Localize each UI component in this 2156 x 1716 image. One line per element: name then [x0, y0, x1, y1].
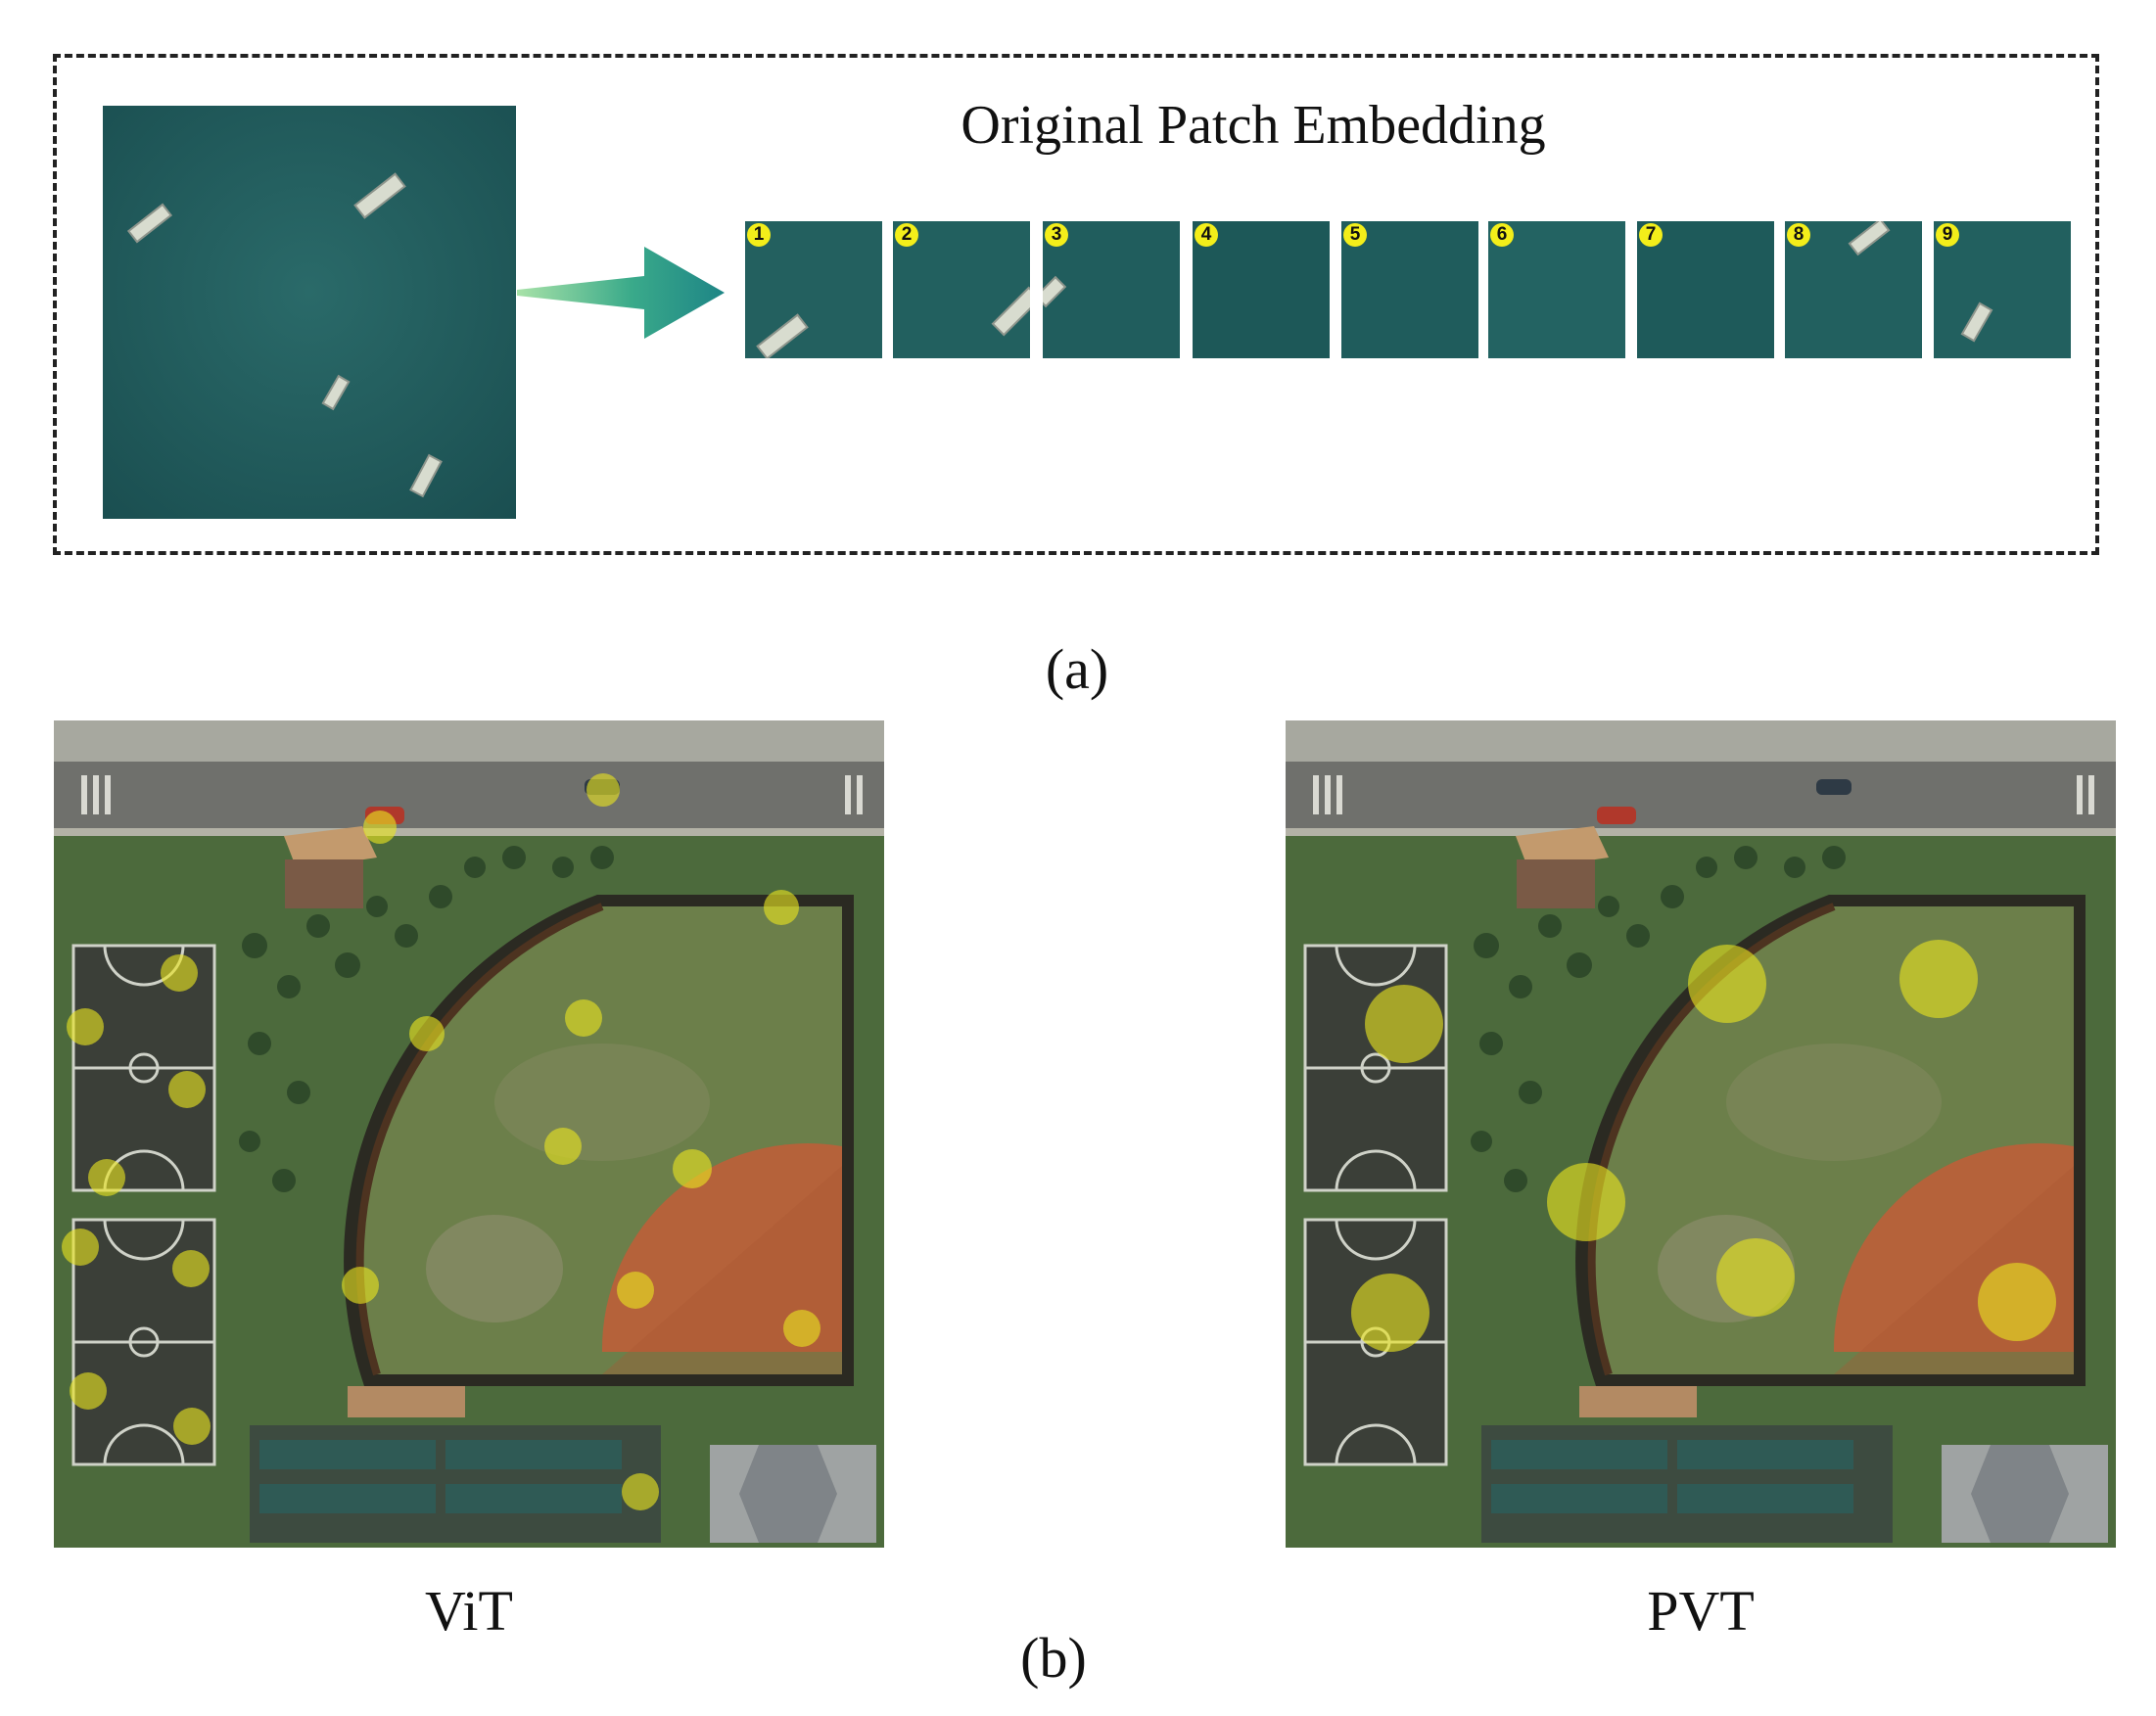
pvt-label: PVT	[1647, 1579, 1755, 1643]
patch-number-badge: 6	[1490, 223, 1514, 247]
pvt-attention-map	[1286, 720, 2116, 1548]
panel-a-title: Original Patch Embedding	[961, 95, 1546, 156]
attention-spot	[673, 1149, 712, 1188]
patch-embedding-frame	[53, 54, 2099, 555]
attention-spot	[565, 999, 602, 1037]
attention-spot	[161, 954, 198, 992]
vit-label: ViT	[425, 1579, 513, 1643]
patch-number-badge: 5	[1343, 223, 1367, 247]
attention-spot	[363, 811, 397, 844]
patch-number-badge: 4	[1195, 223, 1218, 247]
attention-spot	[783, 1310, 820, 1347]
attention-spot	[544, 1128, 582, 1165]
attention-spot	[622, 1473, 659, 1510]
attention-spot	[173, 1408, 211, 1445]
patch-number-badge: 8	[1787, 223, 1810, 247]
patch-tile: 5	[1341, 221, 1478, 358]
attention-spot	[342, 1267, 379, 1304]
attention-spot	[88, 1159, 125, 1196]
attention-spot	[172, 1250, 210, 1287]
patch-number-badge: 1	[747, 223, 771, 247]
attention-spot	[1716, 1238, 1795, 1317]
attention-spot	[62, 1229, 99, 1266]
attention-spot	[70, 1372, 107, 1410]
patch-tile: 2	[893, 221, 1030, 358]
source-sea-image	[103, 106, 516, 519]
patch-number-badge: 7	[1639, 223, 1663, 247]
attention-spot	[1688, 945, 1766, 1023]
attention-spot	[586, 773, 620, 807]
patch-tile: 7	[1637, 221, 1774, 358]
panel-a-caption: (a)	[1045, 637, 1109, 701]
arrow-icon	[517, 247, 725, 339]
attention-spot	[1978, 1263, 2056, 1341]
patch-tile: 9	[1934, 221, 2071, 358]
attention-spot	[67, 1008, 104, 1045]
patch-number-badge: 3	[1045, 223, 1068, 247]
patch-tile: 3	[1043, 221, 1180, 358]
patch-tile: 8	[1785, 221, 1922, 358]
vit-attention-map	[54, 720, 884, 1548]
patch-tile: 4	[1193, 221, 1330, 358]
attention-spot	[168, 1071, 206, 1108]
patch-number-badge: 9	[1936, 223, 1959, 247]
patch-number-badge: 2	[895, 223, 918, 247]
attention-spot	[1365, 985, 1443, 1063]
attention-spot	[1351, 1274, 1430, 1352]
patch-tile: 1	[745, 221, 882, 358]
attention-spot	[1547, 1163, 1625, 1241]
attention-spot	[1899, 940, 1978, 1018]
attention-spot	[617, 1272, 654, 1309]
attention-spot	[764, 890, 799, 925]
patch-tile: 6	[1488, 221, 1625, 358]
attention-spot	[409, 1016, 445, 1051]
panel-b-caption: (b)	[1020, 1626, 1087, 1690]
